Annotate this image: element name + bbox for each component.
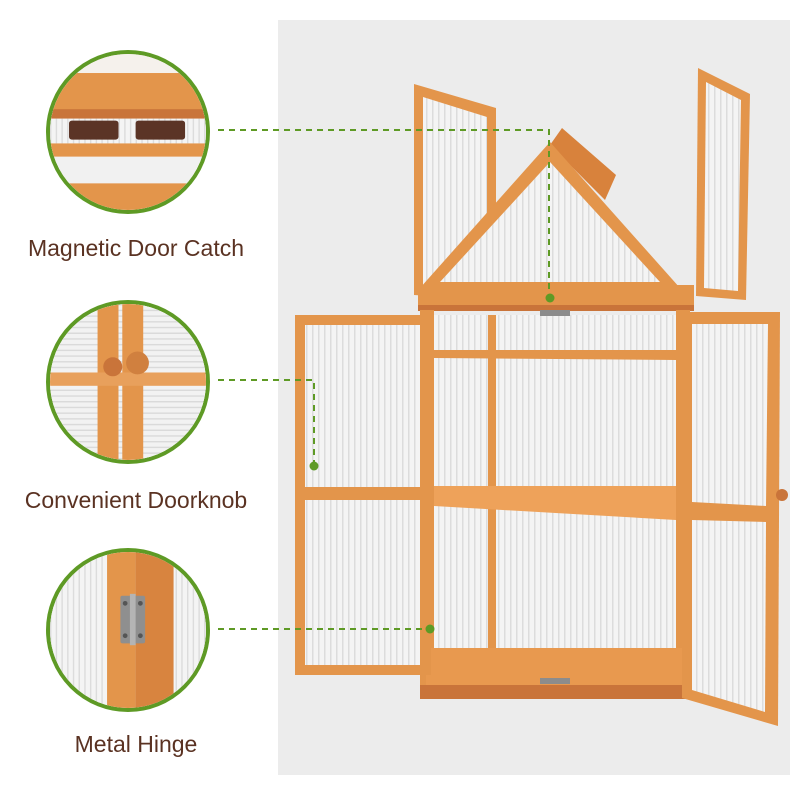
- magnetic-door-catch-icon: [50, 54, 206, 210]
- top-right-lid-panel: [696, 68, 750, 300]
- metal-hinge-label: Metal Hinge: [74, 731, 198, 757]
- metal-hinge-detail: [46, 548, 210, 712]
- top-shelf: [434, 350, 676, 360]
- metal-hinge-icon: [50, 552, 206, 708]
- magnetic-door-catch-label: Magnetic Door Catch: [27, 235, 245, 261]
- doorknob-icon: [50, 304, 206, 460]
- middle-shelf: [434, 486, 676, 520]
- magnetic-door-catch-detail: [46, 50, 210, 214]
- convenient-doorknob-label: Convenient Doorknob: [24, 487, 248, 513]
- convenient-doorknob-detail: [46, 300, 210, 464]
- right-door: [682, 312, 788, 726]
- bottom-shelf: [426, 648, 690, 690]
- callout-connectors: [218, 129, 550, 630]
- left-door: [295, 315, 431, 675]
